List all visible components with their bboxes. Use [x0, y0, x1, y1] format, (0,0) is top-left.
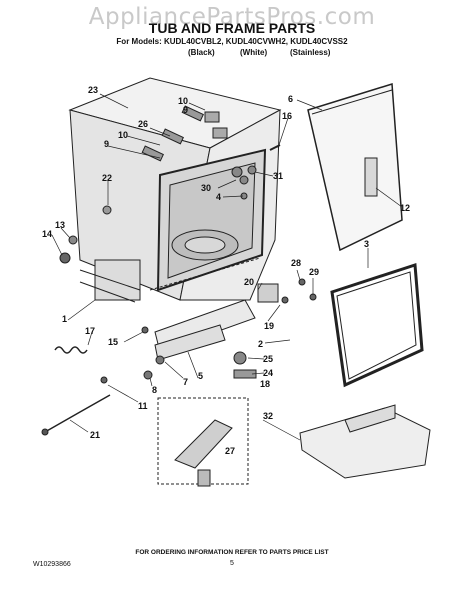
plate-part	[154, 324, 226, 361]
callout-label: 32	[263, 411, 274, 421]
tub-brackets	[141, 105, 228, 162]
callout-label: 3	[364, 239, 370, 249]
callout-label: 4	[216, 192, 222, 202]
callout-label: 8	[152, 385, 158, 395]
callout-label: 28	[291, 258, 302, 268]
spring-part	[54, 346, 88, 354]
callout-label: 29	[309, 267, 320, 277]
finish-black: (Black)	[188, 48, 215, 57]
document-number: W10293866	[33, 561, 71, 568]
callout-label: 20	[244, 277, 255, 287]
door-gasket	[330, 262, 424, 388]
cable-part	[44, 394, 111, 433]
callout-label: 19	[264, 321, 275, 331]
callout-label: 25	[263, 354, 274, 364]
callout-label: 7	[183, 377, 189, 387]
callout-label: 24	[263, 368, 274, 378]
callout-label: 12	[400, 203, 411, 213]
side-fasteners	[231, 144, 281, 200]
callout-label: 2	[258, 339, 264, 349]
callout-label: 6	[288, 94, 294, 104]
callout-label: 11	[138, 401, 148, 411]
tub-assembly	[68, 77, 282, 303]
clip-part	[364, 157, 378, 197]
callout-label: 30	[201, 183, 212, 193]
finish-white: (White)	[240, 48, 268, 57]
callout-label: 9	[183, 105, 189, 115]
callout-label: 31	[273, 171, 284, 181]
page-title: TUB AND FRAME PARTS	[148, 20, 316, 36]
callout-label: 21	[90, 430, 101, 440]
callout-label: 13	[55, 220, 66, 230]
callout-label: 27	[225, 446, 236, 456]
ordering-note: FOR ORDERING INFORMATION REFER TO PARTS …	[135, 549, 329, 556]
page-number: 5	[230, 560, 234, 567]
callout-label: 18	[260, 379, 271, 389]
finish-stainless: (Stainless)	[290, 48, 331, 57]
callout-label: 23	[88, 85, 99, 95]
models-line: For Models: KUDL40CVBL2, KUDL40CVWH2, KU…	[116, 37, 348, 46]
callout-label: 17	[85, 326, 96, 336]
callout-label: 16	[282, 111, 293, 121]
callout-label: 5	[198, 371, 204, 381]
callout-label: 15	[108, 337, 119, 347]
callout-label: 1	[62, 314, 68, 324]
insulation-strip	[307, 83, 403, 252]
callout-label: 14	[42, 229, 53, 239]
callout-label: 22	[102, 173, 113, 183]
left-fasteners	[59, 205, 112, 264]
callout-label: 10	[118, 130, 129, 140]
callout-label: 9	[104, 139, 110, 149]
watermark: AppliancePartsPros.com	[88, 4, 376, 30]
callout-label: 26	[138, 119, 149, 129]
callout-label: 10	[178, 96, 189, 106]
